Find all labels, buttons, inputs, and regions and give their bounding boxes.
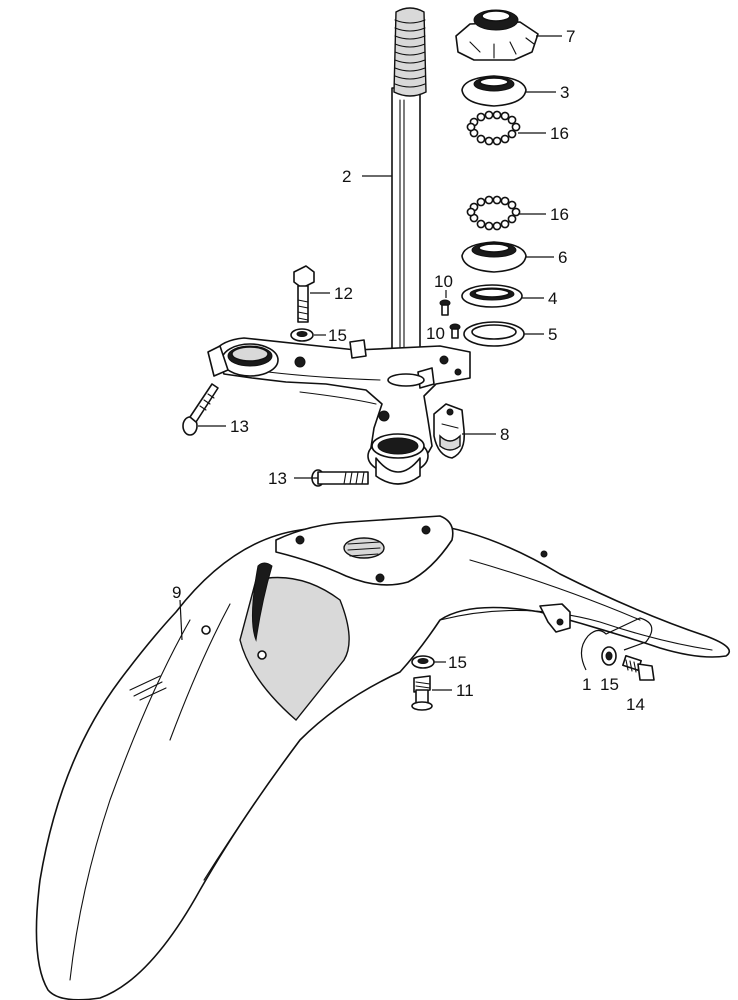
callout-13-upper: 13 <box>230 417 249 436</box>
stem-nut <box>455 9 539 61</box>
callout-14: 14 <box>626 695 645 714</box>
bolt-11 <box>411 675 433 711</box>
fender-stay-bracket <box>539 603 571 633</box>
callout-13-lower: 13 <box>268 469 287 488</box>
washer-15-upper <box>290 328 314 342</box>
callout-6: 6 <box>558 248 567 267</box>
steering-stem <box>391 7 427 379</box>
callout-1: 1 <box>582 675 591 694</box>
callout-16-lower: 16 <box>550 205 569 224</box>
steel-balls-lower <box>466 195 521 231</box>
callout-16-upper: 16 <box>550 124 569 143</box>
dust-seal <box>461 284 523 308</box>
callout-3: 3 <box>560 83 569 102</box>
top-cone-race <box>461 75 527 107</box>
leader-lines <box>179 35 562 691</box>
wire-clip-1 <box>580 617 653 671</box>
callout-12: 12 <box>334 284 353 303</box>
callout-11: 11 <box>456 681 474 700</box>
bolt-12 <box>293 265 315 323</box>
cable-guide-bracket <box>433 403 466 459</box>
callout-2: 2 <box>342 167 351 186</box>
callout-9: 9 <box>172 583 181 602</box>
screw-10-upper <box>439 299 451 316</box>
bolt-14 <box>622 654 655 681</box>
washer-15-lower <box>411 655 435 669</box>
front-fender <box>35 515 731 1000</box>
callout-8: 8 <box>500 425 509 444</box>
callout-15-upper: 15 <box>328 326 347 345</box>
callout-10-upper: 10 <box>434 272 453 291</box>
steel-balls-upper <box>466 110 521 146</box>
callout-15-right: 15 <box>600 675 619 694</box>
callout-labels: 7 3 16 2 16 6 12 10 4 15 10 5 13 8 13 9 … <box>172 27 645 714</box>
ball-race <box>461 241 527 273</box>
bolt-13-lower <box>311 469 369 487</box>
callout-15-lower: 15 <box>448 653 467 672</box>
callout-7: 7 <box>566 27 575 46</box>
screw-10-lower <box>449 323 461 339</box>
bolt-13-upper <box>182 383 219 436</box>
callout-10-lower: 10 <box>426 324 445 343</box>
callout-5: 5 <box>548 325 557 344</box>
callout-4: 4 <box>548 289 557 308</box>
steering-bottom-bridge <box>207 337 471 485</box>
stem-washer <box>463 321 525 347</box>
washer-15-right <box>601 646 617 666</box>
